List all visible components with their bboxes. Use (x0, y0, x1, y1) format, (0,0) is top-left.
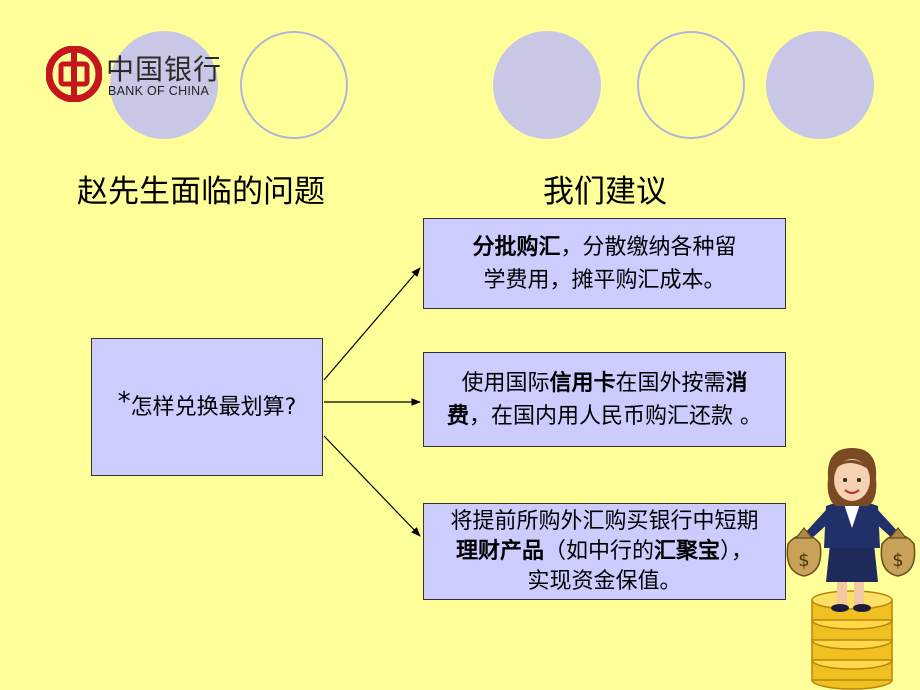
suggestion-2-line-1: 使用国际信用卡在国外按需消 (461, 370, 748, 396)
suggestion-3-keyword-huijubao: 汇聚宝 (653, 538, 720, 564)
suggestion-box-3: 将提前所购外汇购买银行中短期 理财产品（如中行的汇聚宝）， 实现资金保值。 (423, 503, 786, 600)
question-box: *怎样兑换最划算? (91, 338, 323, 476)
suggestion-3-line-1: 将提前所购外汇购买银行中短期 (450, 508, 759, 534)
bank-name-english: BANK OF CHINA (108, 84, 210, 98)
money-bag-left-icon: $ (786, 527, 822, 577)
bank-logo: 中国银行 BANK OF CHINA (46, 46, 236, 106)
suggestion-1-line-2: 学费用，摊平购汇成本。 (483, 267, 726, 293)
question-text: 怎样兑换最划算? (130, 395, 297, 420)
bank-name-chinese: 中国银行 (106, 53, 223, 86)
suggestion-1-line-1: 分批购汇，分散缴纳各种留 (472, 234, 737, 260)
decor-circle-2 (240, 31, 348, 139)
suggestion-3-line-3: 实现资金保值。 (527, 568, 682, 594)
businesswoman-with-money-bags-illustration: $ $ (786, 448, 916, 690)
suggestion-3-line-2: 理财产品（如中行的汇聚宝）， (455, 538, 754, 564)
decor-circle-3 (493, 31, 601, 139)
suggestion-1-keyword: 分批购汇 (472, 234, 561, 260)
advice-heading: 我们建议 (543, 174, 667, 210)
bank-of-china-emblem-icon (46, 46, 102, 102)
problem-heading: 赵先生面临的问题 (77, 174, 325, 210)
svg-text:$: $ (892, 550, 903, 571)
bullet-marker: * (117, 387, 131, 417)
suggestion-box-2: 使用国际信用卡在国外按需消 费，在国内用人民币购汇还款 。 (423, 352, 786, 447)
arrow-to-suggestion-1 (323, 267, 421, 381)
decor-circle-1 (110, 31, 218, 139)
decor-circle-4 (637, 31, 745, 139)
suggestion-2-line-2: 费，在国内用人民币购汇还款 。 (446, 403, 762, 429)
suggestion-3-keyword-products: 理财产品 (455, 538, 544, 564)
suggestion-box-1: 分批购汇，分散缴纳各种留 学费用，摊平购汇成本。 (423, 218, 786, 309)
svg-text:$: $ (798, 550, 809, 571)
arrow-to-suggestion-3 (323, 435, 421, 537)
coin-stack (811, 590, 893, 690)
money-bag-right-icon: $ (880, 527, 916, 577)
suggestion-2-keyword-credit-card: 信用卡 (549, 370, 616, 396)
decor-circle-5 (766, 31, 874, 139)
